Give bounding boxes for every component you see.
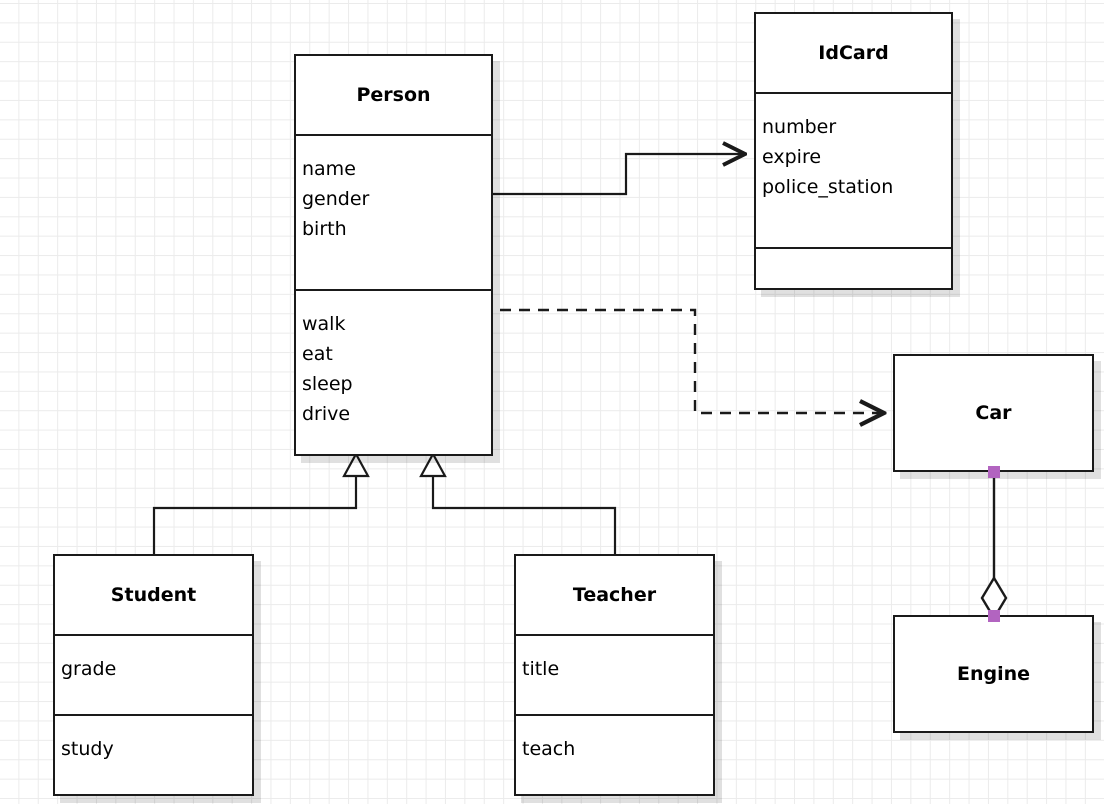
class-attributes-person: name gender birth	[296, 134, 491, 289]
connection-handle-engine-top[interactable]	[988, 610, 1000, 622]
class-title-engine: Engine	[956, 663, 1031, 685]
class-operations-person: walk eat sleep drive	[296, 289, 491, 454]
class-box-engine[interactable]: Engine	[893, 615, 1094, 733]
class-title-student: Student	[110, 584, 197, 606]
operation-item: eat	[302, 343, 333, 366]
class-title-teacher: Teacher	[572, 584, 657, 606]
class-title-car: Car	[975, 402, 1012, 424]
connection-handle-car-bottom[interactable]	[988, 466, 1000, 478]
class-box-idcard[interactable]: IdCard number expire police_station	[754, 12, 953, 290]
attribute-item: title	[522, 658, 560, 680]
class-box-car[interactable]: Car	[893, 354, 1094, 472]
class-title-idcard: IdCard	[818, 42, 889, 64]
class-operations-student: study	[55, 714, 252, 794]
class-box-student[interactable]: Student grade study	[53, 554, 254, 796]
operation-item: walk	[302, 313, 346, 335]
class-box-teacher[interactable]: Teacher title teach	[514, 554, 715, 796]
class-operations-teacher: teach	[516, 714, 713, 794]
class-attributes-idcard: number expire police_station	[756, 92, 951, 247]
class-operations-idcard	[756, 247, 951, 288]
class-attributes-teacher: title	[516, 634, 713, 714]
edge-person-car	[500, 308, 884, 413]
operation-item: drive	[302, 403, 351, 426]
attribute-item: gender	[302, 188, 370, 211]
class-attributes-student: grade	[55, 634, 252, 714]
attribute-item: name	[302, 158, 356, 180]
attribute-item: birth	[302, 218, 347, 241]
edge-person-idcard	[493, 154, 745, 196]
class-box-person[interactable]: Person name gender birth walk eat sleep …	[294, 54, 493, 456]
class-title-person: Person	[356, 84, 431, 106]
attribute-item: number	[762, 116, 837, 138]
edge-car-engine	[980, 472, 1008, 621]
edge-teacher-person	[419, 451, 617, 554]
attribute-item: grade	[61, 658, 117, 680]
edge-student-person	[152, 451, 370, 554]
attribute-item: expire	[762, 146, 822, 169]
operation-item: study	[61, 738, 114, 760]
operation-item: teach	[522, 738, 576, 760]
attribute-item: police_station	[762, 176, 894, 199]
operation-item: sleep	[302, 373, 353, 396]
